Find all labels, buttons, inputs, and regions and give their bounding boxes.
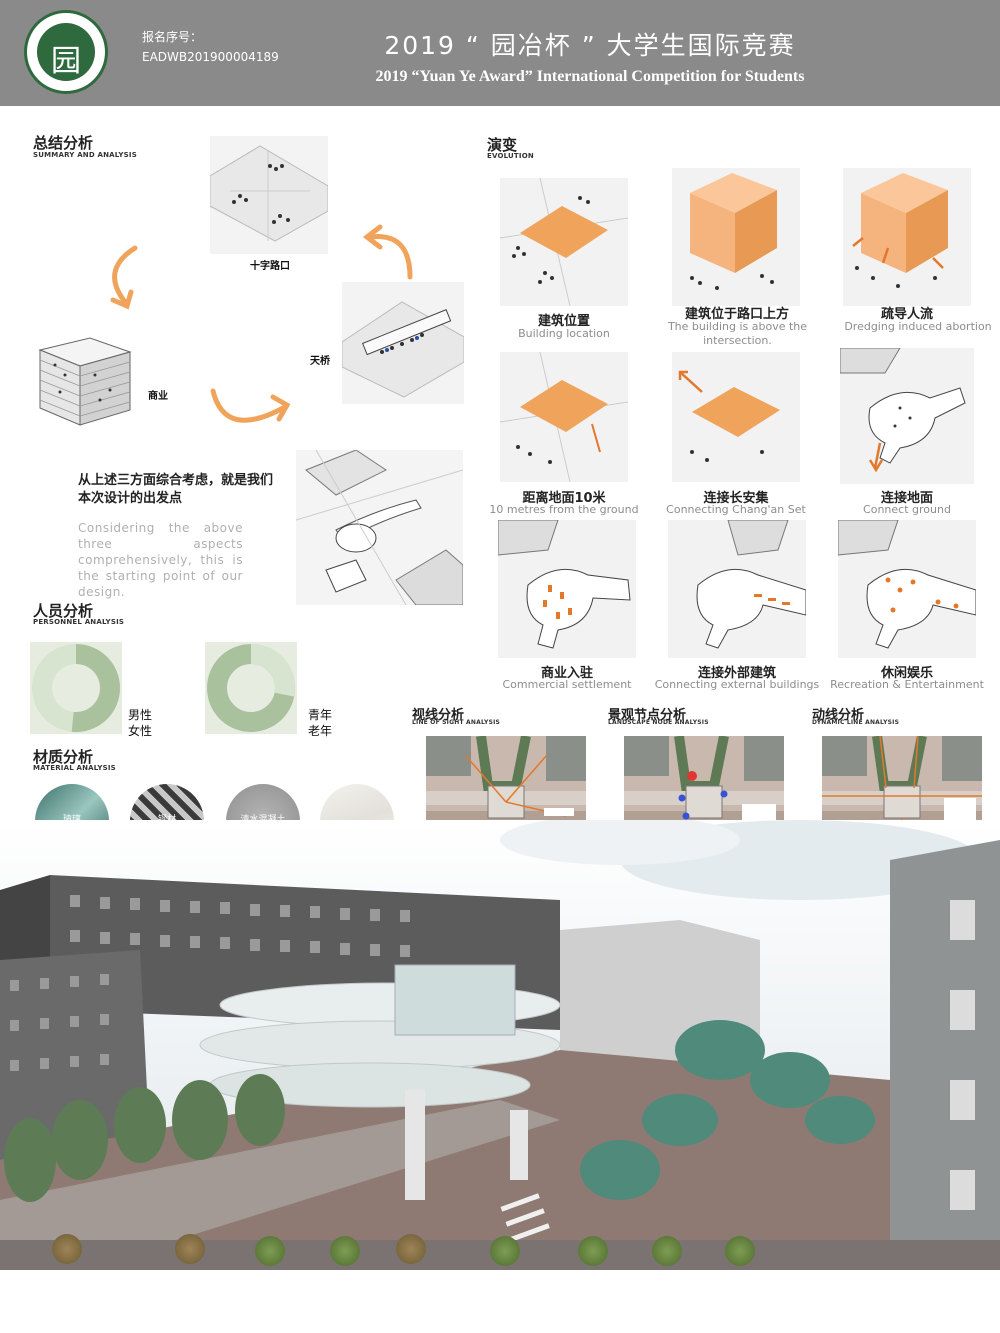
evolution-step-1-en: Building location xyxy=(518,327,610,340)
intersection-label: 十字路口 xyxy=(250,261,290,272)
evolution-subtitle: EVOLUTION xyxy=(487,152,534,160)
evolution-step-4-diagram xyxy=(500,352,628,482)
commerce-label: 商业 xyxy=(148,391,168,402)
logo-glyph: 园 xyxy=(51,44,81,79)
evolution-step-7-diagram xyxy=(498,520,636,658)
evolution-step-1-diagram xyxy=(500,178,628,306)
plant-thumbnail xyxy=(330,1236,360,1266)
competition-logo: 园 xyxy=(24,10,108,94)
plant-thumbnail xyxy=(396,1234,426,1264)
summary-subtitle: SUMMARY AND ANALYSIS xyxy=(33,151,137,159)
material-title: 材质分析 xyxy=(33,748,94,766)
map-3-subtitle: DYNAMIC LINE ANALYSIS xyxy=(812,719,900,726)
age-donut-chart xyxy=(205,642,297,734)
commerce-building-sketch xyxy=(35,330,135,430)
plant-thumbnail xyxy=(52,1234,82,1264)
perspective-rendering xyxy=(0,820,1000,1270)
map-3-title: 动线分析 xyxy=(812,708,865,723)
conclusion-chinese: 从上述三方面综合考虑，就是我们本次设计的出发点 xyxy=(78,473,274,506)
header-bar xyxy=(0,0,1000,106)
evolution-step-8-diagram xyxy=(668,520,806,658)
plant-thumbnail xyxy=(255,1236,285,1266)
evolution-step-1-cn: 建筑位置 xyxy=(537,314,590,329)
gender-donut-chart xyxy=(30,642,122,734)
plant-thumbnail xyxy=(490,1236,520,1266)
evolution-step-8-cn: 连接外部建筑 xyxy=(697,666,776,681)
map-1-subtitle: LINE OF SIGHT ANALYSIS xyxy=(412,719,501,726)
plant-thumbnail xyxy=(652,1236,682,1266)
evolution-step-6-cn: 连接地面 xyxy=(880,491,933,506)
map-2-title: 景观节点分析 xyxy=(608,708,687,723)
evolution-step-9-cn: 休闲娱乐 xyxy=(880,666,933,681)
intersection-sketch xyxy=(210,136,328,254)
evolution-step-2-diagram xyxy=(672,168,800,306)
registration-number: EADWB201900004189 xyxy=(142,50,279,64)
evolution-step-7-cn: 商业入驻 xyxy=(540,666,593,681)
summary-title: 总结分析 xyxy=(33,134,94,152)
gender-legend-male: 男性 xyxy=(128,708,153,722)
registration-label: 报名序号： xyxy=(142,30,203,44)
evolution-step-3-en: Dredging induced abortion xyxy=(844,320,992,333)
plant-thumbnail xyxy=(578,1236,608,1266)
map-1-title: 视线分析 xyxy=(412,708,465,723)
evolution-step-9-en: Recreation & Entertainment xyxy=(830,678,984,691)
arrow-icon xyxy=(362,224,413,280)
plant-thumbnail xyxy=(175,1234,205,1264)
bridge-label: 天桥 xyxy=(310,356,330,367)
personnel-subtitle: PERSONNEL ANALYSIS xyxy=(33,618,125,626)
evolution-step-9-diagram xyxy=(838,520,976,658)
evolution-step-3-cn: 疏导人流 xyxy=(880,307,933,322)
evolution-step-6-diagram xyxy=(840,348,974,484)
evolution-step-4-en: 10 metres from the ground xyxy=(489,503,639,516)
evolution-step-5-en: Connecting Chang'an Set xyxy=(666,503,806,516)
evolution-step-2-en: The building is above the intersection. xyxy=(667,320,808,347)
evolution-step-2-cn: 建筑位于路口上方 xyxy=(684,307,789,322)
map-2-subtitle: LANDSCAPE NODE ANALYSIS xyxy=(608,719,709,726)
evolution-step-5-cn: 连接长安集 xyxy=(703,491,769,506)
site-concept-sketch xyxy=(296,450,463,605)
evolution-title: 演变 xyxy=(487,136,518,154)
title-english: 2019 “Yuan Ye Award” International Compe… xyxy=(375,68,805,85)
arrow-icon xyxy=(210,388,291,423)
bridge-sketch xyxy=(342,282,464,404)
plant-thumbnail xyxy=(725,1236,755,1266)
conclusion-english: Considering the above three aspects comp… xyxy=(78,521,243,599)
age-legend-elderly: 老年 xyxy=(308,724,333,738)
title-chinese: 2019 “ 园冶杯 ” 大学生国际竞赛 xyxy=(384,31,796,60)
age-legend-youth: 青年 xyxy=(308,708,333,722)
material-subtitle: MATERIAL ANALYSIS xyxy=(33,764,116,772)
gender-legend-female: 女性 xyxy=(128,724,153,738)
evolution-step-6-en: Connect ground xyxy=(863,503,951,516)
evolution-step-3-diagram xyxy=(843,168,971,306)
personnel-title: 人员分析 xyxy=(33,602,94,620)
evolution-step-8-en: Connecting external buildings xyxy=(654,678,820,691)
evolution-step-7-en: Commercial settlement xyxy=(502,678,632,691)
arrow-icon xyxy=(110,245,138,310)
evolution-step-4-cn: 距离地面10米 xyxy=(522,491,606,506)
evolution-step-5-diagram xyxy=(672,352,800,482)
